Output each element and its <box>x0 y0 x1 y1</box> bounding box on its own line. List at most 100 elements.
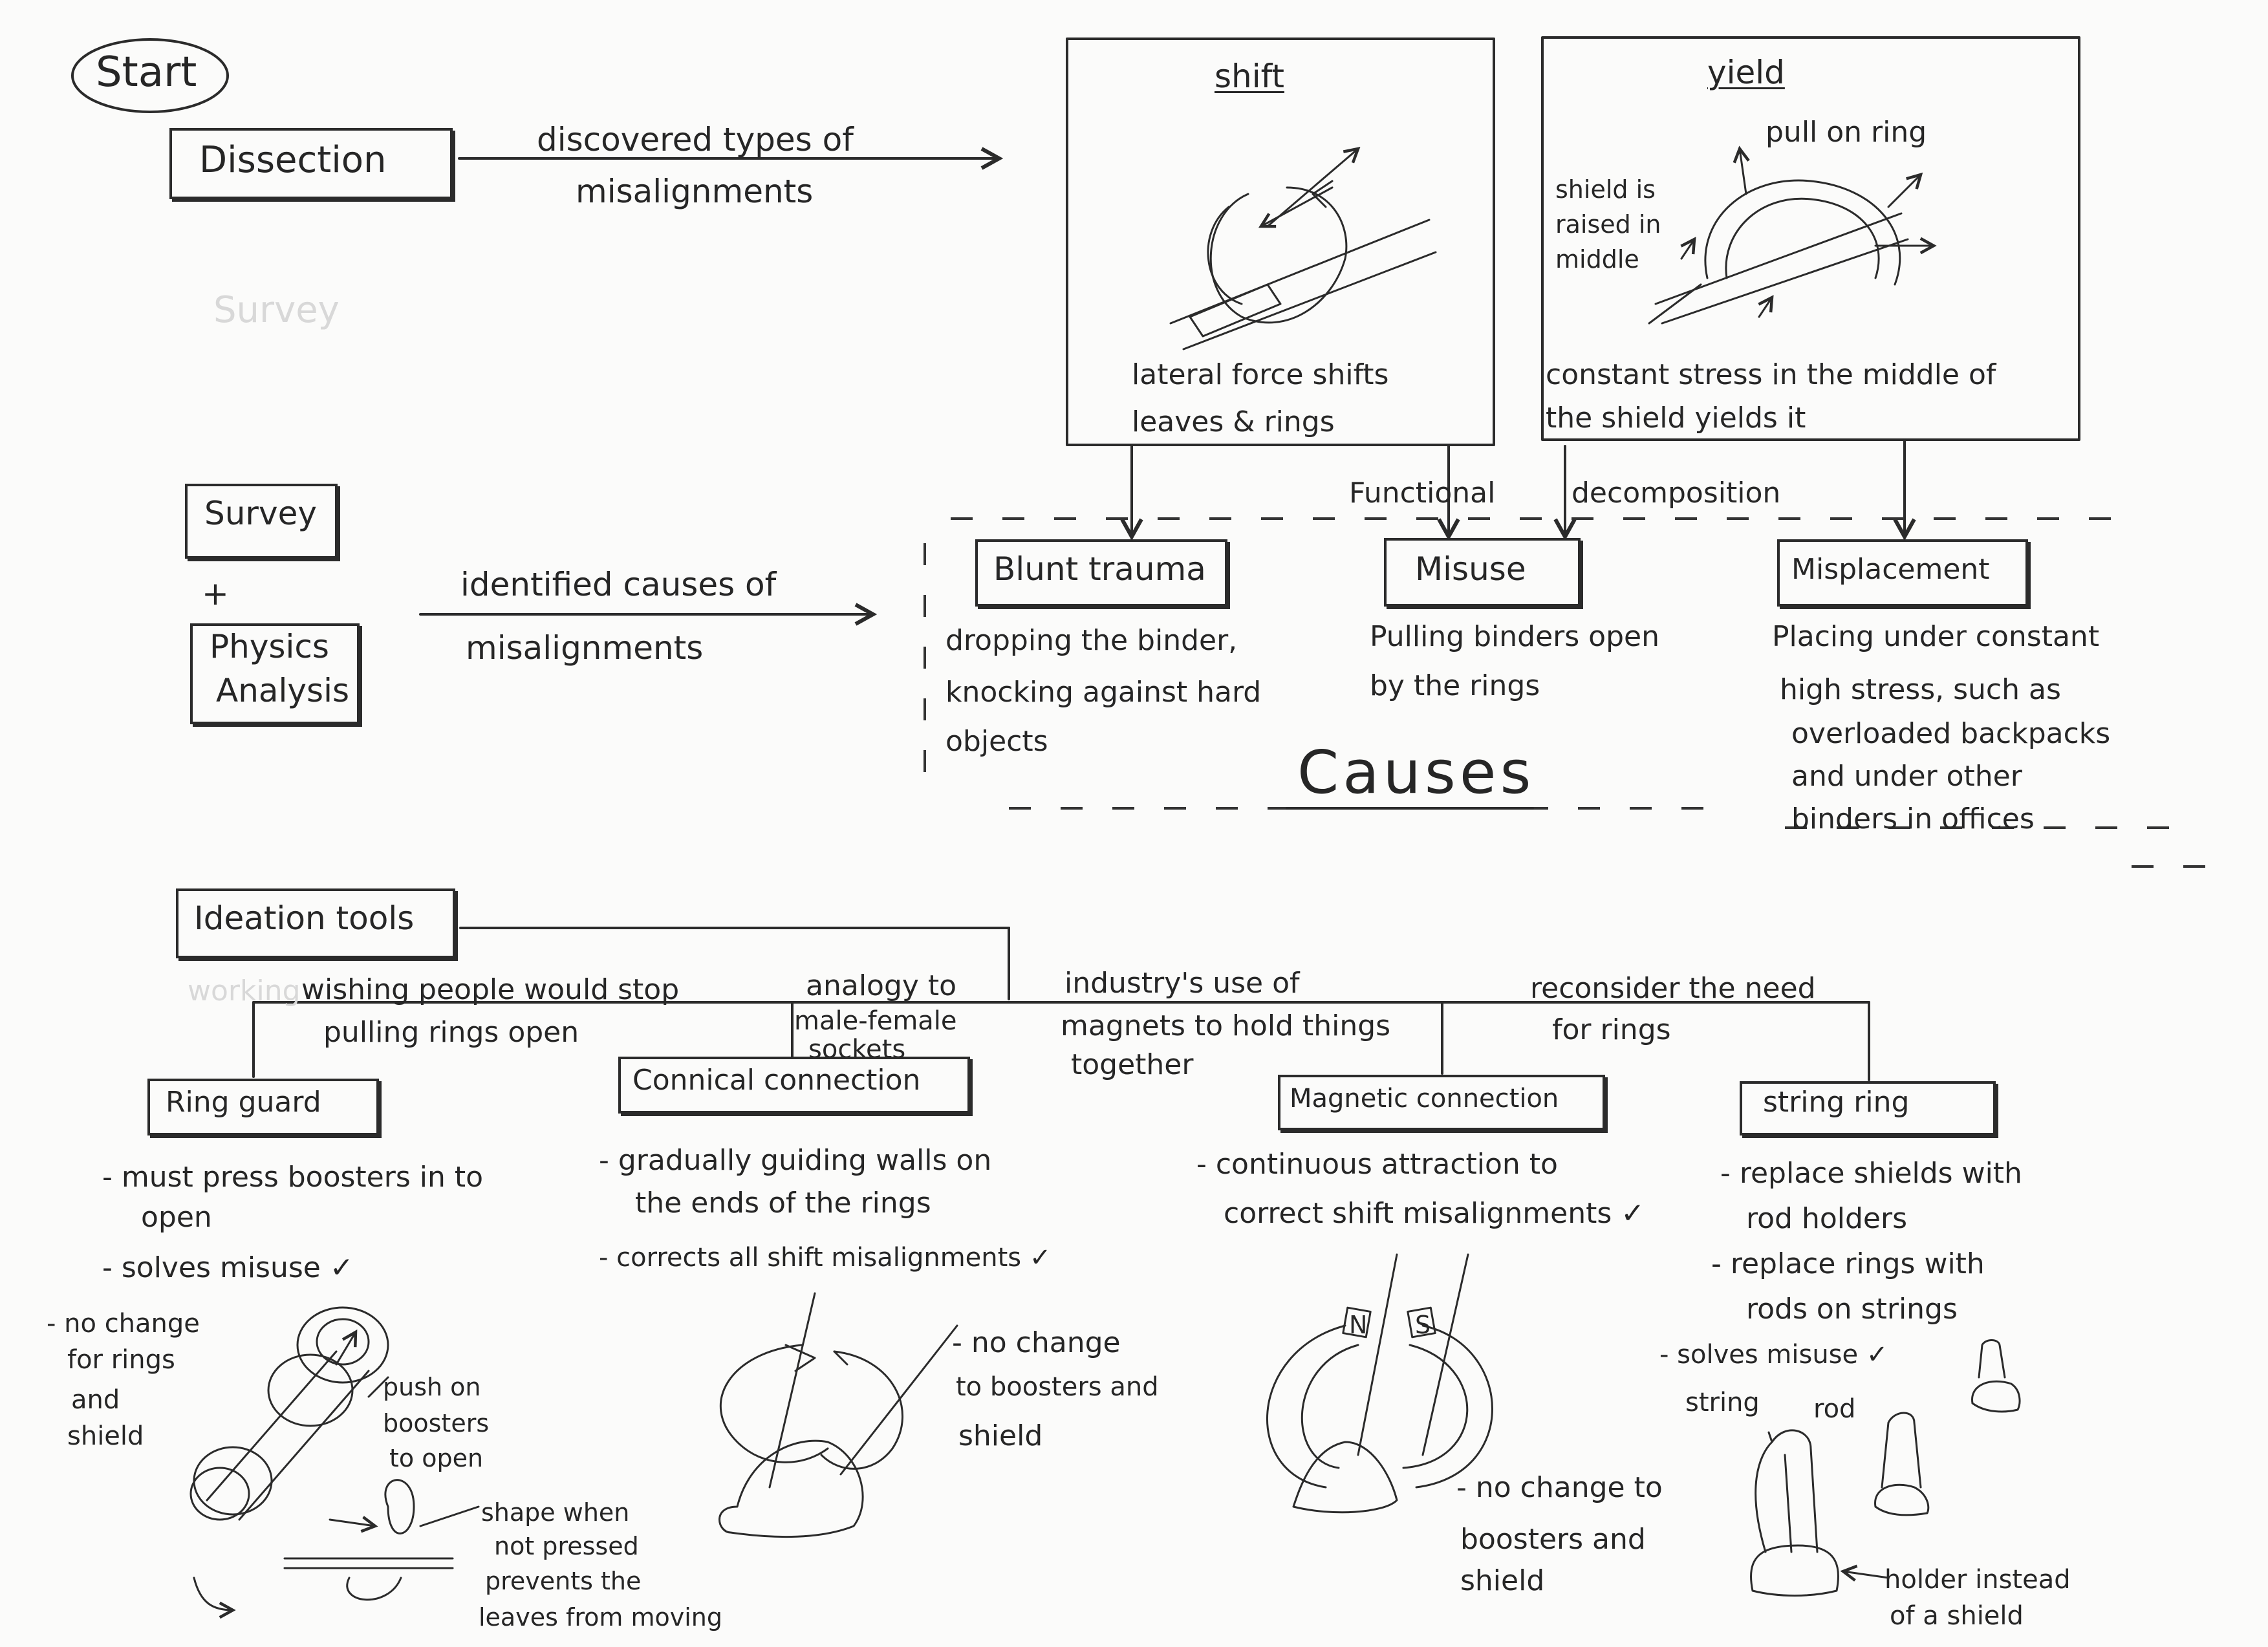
misplacement-label: Misplacement <box>1791 553 1990 586</box>
physics-label-1: Physics <box>210 628 329 665</box>
ring-guard-push-2: boosters <box>383 1409 490 1437</box>
ring-guard-push-3: to open <box>389 1444 484 1472</box>
ring-guard-bullet-3: - solves misuse ✓ <box>102 1251 354 1284</box>
magnetic-side-1: - no change to <box>1456 1471 1663 1504</box>
conical-label: Connical connection <box>632 1064 921 1097</box>
string-ring-sketch <box>1750 1339 2021 1597</box>
decomposition-label: decomposition <box>1571 477 1781 510</box>
blunt-trauma-desc-1: dropping the binder, <box>945 624 1238 657</box>
magnetic-pole-n: N <box>1349 1311 1368 1339</box>
shift-caption-2: leaves & rings <box>1132 405 1335 438</box>
causes-title: Causes <box>1297 738 1535 807</box>
yield-ring-sketch <box>1648 149 1934 325</box>
faint-working-text: working <box>188 974 301 1007</box>
ring-guard-sketch <box>189 1306 480 1610</box>
survey-plus: + <box>202 575 229 612</box>
magnetic-bullet-2: correct shift misalignments ✓ <box>1224 1197 1645 1230</box>
conical-sketch <box>718 1292 958 1538</box>
branch-reconsider-1: reconsider the need <box>1530 972 1816 1005</box>
ring-guard-shape-4: leaves from moving <box>479 1603 722 1631</box>
yield-raised-2: raised in <box>1555 210 1661 239</box>
conical-side-1: - no change <box>952 1326 1121 1359</box>
magnetic-label: Magnetic connection <box>1290 1084 1559 1114</box>
ring-guard-shape-1: shape when <box>481 1498 630 1527</box>
conical-side-2: to boosters and <box>956 1372 1159 1402</box>
holder-label-1: holder instead <box>1885 1565 2071 1595</box>
branch-analogy-1: analogy to <box>806 969 957 1002</box>
ring-guard-label: Ring guard <box>166 1086 321 1119</box>
string-ring-label: string ring <box>1763 1086 1910 1119</box>
yield-caption-2: the shield yields it <box>1546 402 1806 435</box>
branch-industry-3: together <box>1071 1048 1194 1081</box>
branch-reconsider-2: for rings <box>1552 1013 1671 1046</box>
survey-label: Survey <box>204 495 317 532</box>
misuse-desc-2: by the rings <box>1370 669 1540 702</box>
shift-title: shift <box>1215 58 1284 95</box>
blunt-trauma-label: Blunt trauma <box>993 550 1206 588</box>
survey-arrow-text-1: identified causes of <box>460 566 777 603</box>
conical-bullet-1: - gradually guiding walls on <box>599 1144 992 1177</box>
magnetic-sketch <box>1266 1253 1493 1514</box>
magnetic-side-2: boosters and <box>1460 1523 1646 1556</box>
conical-bullet-3: - corrects all shift misalignments ✓ <box>599 1243 1052 1273</box>
string-label: string <box>1685 1388 1760 1417</box>
ring-guard-side-2: for rings <box>67 1345 175 1375</box>
misuse-desc-1: Pulling binders open <box>1370 620 1659 653</box>
faint-survey-text: Survey <box>213 289 340 331</box>
branch-analogy-3: sockets <box>808 1035 906 1064</box>
string-ring-bullet-1: - replace shields with <box>1720 1157 2022 1190</box>
physics-box <box>190 623 360 724</box>
survey-box <box>185 484 338 559</box>
misplacement-desc-1: Placing under constant <box>1772 620 2100 653</box>
misuse-label: Misuse <box>1415 550 1526 588</box>
branch-wishing-1: wishing people would stop <box>301 973 680 1006</box>
ideation-tree <box>252 927 1870 1081</box>
holder-label-2: of a shield <box>1890 1601 2024 1631</box>
shift-caption-1: lateral force shifts <box>1132 358 1389 391</box>
misuse-box <box>1384 538 1581 607</box>
magnetic-pole-s: S <box>1415 1311 1431 1339</box>
survey-arrow-text-2: misalignments <box>466 629 704 667</box>
ring-guard-side-1: - no change <box>47 1309 200 1339</box>
string-ring-bullet-2: rod holders <box>1746 1202 1908 1235</box>
blunt-trauma-desc-2: knocking against hard <box>945 676 1262 709</box>
branch-industry-2: magnets to hold things <box>1061 1009 1391 1042</box>
misplacement-desc-2: high stress, such as <box>1780 673 2061 706</box>
branch-analogy-2: male-female <box>794 1006 957 1036</box>
ring-guard-side-4: shield <box>67 1421 144 1451</box>
shift-ring-sketch <box>1169 149 1437 350</box>
yield-caption-1: constant stress in the middle of <box>1546 358 1996 391</box>
start-label: Start <box>96 48 197 96</box>
conical-bullet-2: the ends of the rings <box>635 1187 931 1220</box>
magnetic-box <box>1278 1075 1605 1130</box>
functional-label: Functional <box>1349 477 1496 510</box>
ring-guard-bullet-1: - must press boosters in to <box>102 1161 484 1194</box>
yield-title: yield <box>1707 54 1785 91</box>
misplacement-box <box>1777 539 2028 607</box>
branch-industry-1: industry's use of <box>1064 967 1300 1000</box>
blunt-trauma-box <box>975 539 1227 607</box>
dissection-arrow-text-1: discovered types of <box>537 121 854 158</box>
yield-pull-label: pull on ring <box>1766 116 1927 149</box>
misplacement-desc-5: binders in offices <box>1791 802 2035 835</box>
conical-box <box>618 1057 970 1114</box>
shift-panel <box>1066 38 1495 446</box>
magnetic-bullet-1: - continuous attraction to <box>1196 1148 1558 1181</box>
ring-guard-shape-2: not pressed <box>494 1532 639 1560</box>
misplacement-desc-3: overloaded backpacks <box>1791 717 2111 750</box>
string-ring-bullet-3: - replace rings with <box>1711 1247 1985 1280</box>
misplacement-desc-4: and under other <box>1791 760 2022 793</box>
rod-label: rod <box>1813 1394 1856 1424</box>
magnetic-side-3: shield <box>1460 1564 1545 1597</box>
ring-guard-push-1: push on <box>383 1373 481 1401</box>
yield-raised-3: middle <box>1555 245 1639 274</box>
blunt-trauma-desc-3: objects <box>945 725 1048 758</box>
ring-guard-bullet-2: open <box>141 1201 212 1234</box>
start-oval <box>71 38 229 113</box>
string-ring-bullet-5: - solves misuse ✓ <box>1659 1340 1888 1370</box>
ideation-tools-label: Ideation tools <box>194 899 415 937</box>
physics-label-2: Analysis <box>216 672 350 709</box>
yield-raised-1: shield is <box>1555 175 1656 204</box>
